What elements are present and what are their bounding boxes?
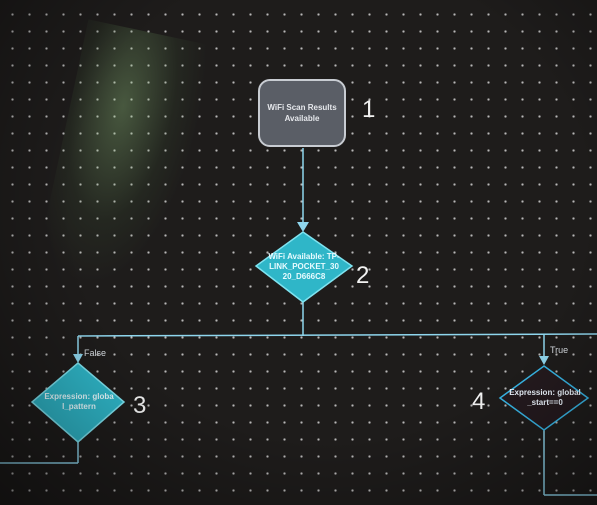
decision-false-label[interactable]: Expression: global_pattern: [44, 392, 114, 411]
decision-wifi-label[interactable]: WiFi Available: TP-LINK_POCKET_3020_D666…: [268, 252, 340, 281]
callout-3: 3: [133, 392, 147, 419]
edge-label-true: True: [550, 345, 569, 355]
decision-true-shape: [498, 365, 590, 431]
arrow-head: [297, 222, 309, 232]
branch-bar: [77, 333, 597, 337]
arrow-head: [539, 356, 549, 365]
callout-2: 2: [356, 262, 370, 289]
decision-wifi-shape: [254, 231, 354, 303]
callout-1: 1: [362, 96, 376, 123]
decision-true-label[interactable]: Expression: global_start==0: [509, 388, 581, 407]
decision-false-shape: [30, 362, 126, 443]
callout-4: 4: [472, 388, 486, 415]
edge-label-false: False: [84, 348, 107, 358]
arrow-head: [73, 354, 83, 363]
start-node-wifi-scan[interactable]: WiFi Scan Results Available: [258, 79, 346, 147]
